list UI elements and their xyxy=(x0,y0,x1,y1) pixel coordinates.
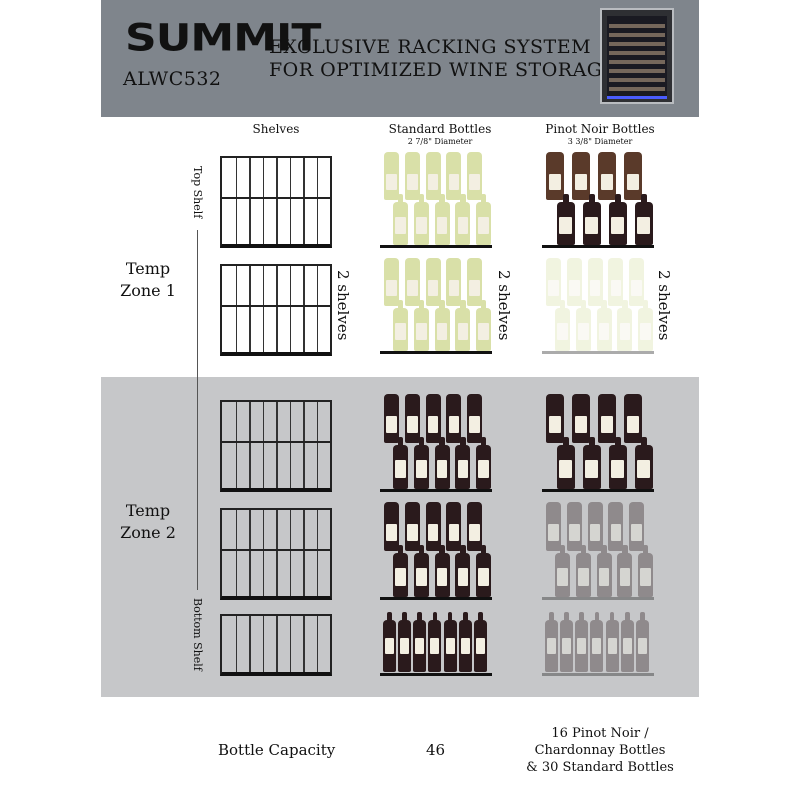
shelf-rack xyxy=(220,508,332,600)
tagline-line-1: EXCLUSIVE RACKING SYSTEM xyxy=(269,36,592,58)
shelves-count-label-2: 2 shelves xyxy=(495,270,513,341)
zone-2-label: Temp Zone 2 xyxy=(120,501,176,542)
standard-bottles-bottom xyxy=(380,610,492,676)
shelf-rack xyxy=(220,264,332,356)
bottle-capacity-label: Bottle Capacity xyxy=(218,741,336,759)
pinot-bottles-zone1 xyxy=(542,258,654,354)
pinot-capacity-note: 16 Pinot Noir / Chardonnay Bottles & 30 … xyxy=(526,726,674,775)
top-shelf-label: Top Shelf xyxy=(191,166,204,219)
column-heading-pinot: Pinot Noir Bottles xyxy=(545,122,655,136)
standard-bottles-top xyxy=(380,152,492,248)
standard-bottles-zone2-b xyxy=(380,502,492,600)
shelf-span-line xyxy=(197,230,198,590)
bottom-shelf-label: Bottom Shelf xyxy=(191,598,204,671)
pinot-bottles-top xyxy=(542,152,654,248)
brand-logo: SUMMIT xyxy=(125,16,321,60)
column-heading-shelves: Shelves xyxy=(252,122,300,136)
tagline-line-2: FOR OPTIMIZED WINE STORAGE xyxy=(269,59,617,81)
shelves-count-label-3: 2 shelves xyxy=(655,270,673,341)
tagline: EXCLUSIVE RACKING SYSTEM FOR OPTIMIZED W… xyxy=(269,36,617,82)
header-banner: SUMMIT ALWC532 EXCLUSIVE RACKING SYSTEM … xyxy=(101,0,699,117)
zone-1-label: Temp Zone 1 xyxy=(120,259,176,300)
shelf-rack xyxy=(220,400,332,492)
shelf-rack xyxy=(220,614,332,676)
pinot-bottles-zone2-b xyxy=(542,502,654,600)
pinot-bottles-zone2-a xyxy=(542,394,654,492)
pinot-diameter: 3 3/8" Diameter xyxy=(567,137,633,146)
column-heading-standard: Standard Bottles xyxy=(388,122,492,136)
pinot-bottles-bottom xyxy=(542,610,654,676)
standard-diameter: 2 7/8" Diameter xyxy=(407,137,473,146)
shelves-count-label-1: 2 shelves xyxy=(334,270,352,341)
standard-bottles-zone1 xyxy=(380,258,492,354)
shelf-rack xyxy=(220,156,332,248)
standard-capacity-value: 46 xyxy=(426,741,446,759)
model-number: ALWC532 xyxy=(123,68,222,90)
wine-fridge-image xyxy=(600,8,674,104)
standard-bottles-zone2-a xyxy=(380,394,492,492)
